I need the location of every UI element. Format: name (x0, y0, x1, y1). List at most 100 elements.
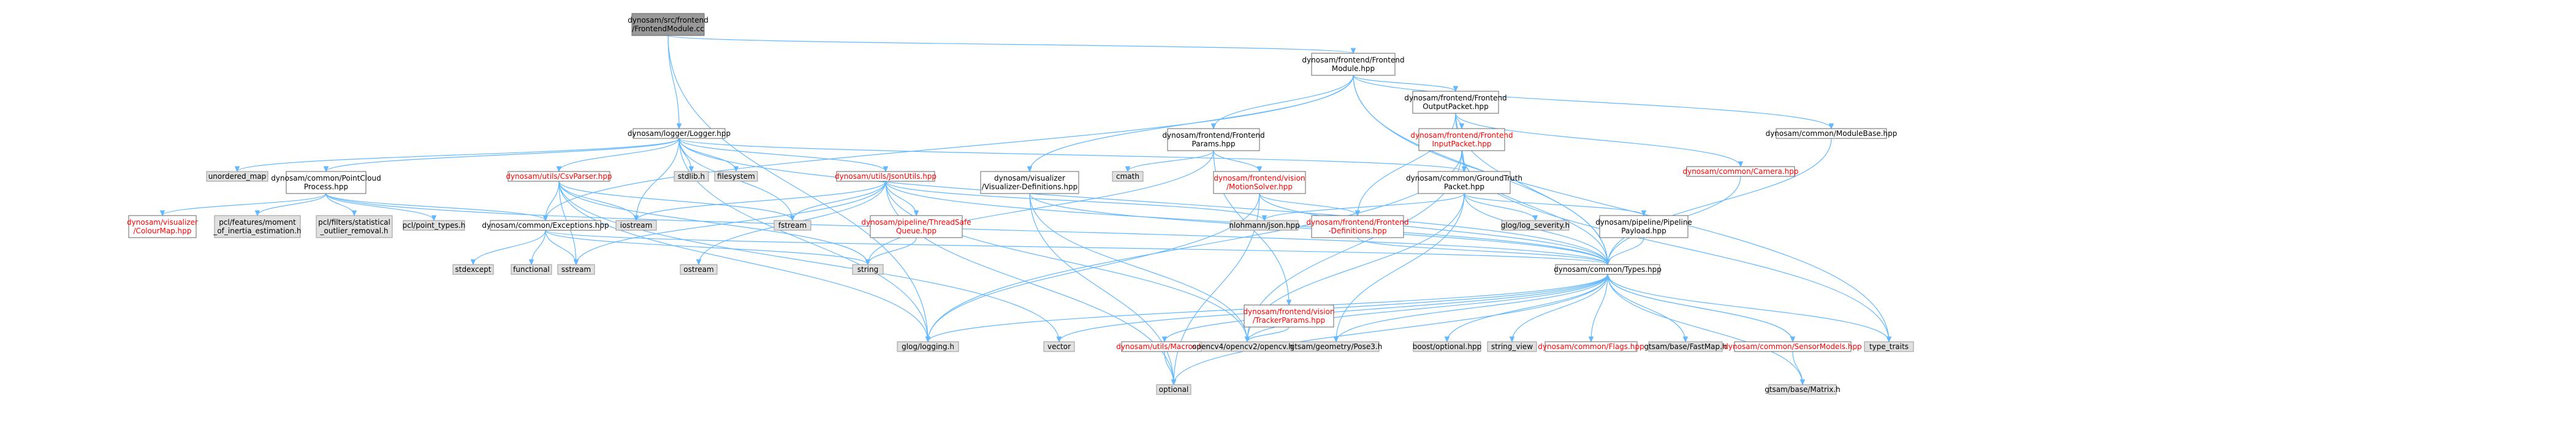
node-label: dynosam/common/Types.hpp (1554, 265, 1662, 274)
edge-fm-to-exceptions (545, 75, 1354, 220)
node-label: dynosam/common/Exceptions.hpp (482, 221, 609, 230)
edge-types-to-macros (1165, 274, 1608, 342)
edge-pcp-to-statfilter (325, 193, 354, 216)
edge-pipepayload-to-types (1608, 237, 1644, 265)
edge-exceptions-to-sstream (545, 230, 576, 265)
edge-types-to-opencv (1247, 274, 1608, 342)
node-statfilter: pcl/filters/statistical_outlier_removal.… (316, 215, 393, 238)
edge-sensor-to-types (1608, 274, 1793, 342)
node-root[interactable]: dynosam/src/frontend/FrontendModule.cc (628, 13, 709, 36)
node-unordered_map: unordered_map (206, 171, 268, 182)
edge-pcp-to-exceptions (325, 193, 545, 220)
node-tracker[interactable]: dynosam/frontend/vision/TrackerParams.hp… (1243, 304, 1335, 328)
node-optional: optional (1156, 384, 1191, 395)
node-box (1112, 171, 1144, 182)
node-box (1686, 166, 1795, 177)
node-fop[interactable]: dynosam/frontend/FrontendOutputPacket.hp… (1404, 91, 1507, 114)
node-box (1244, 304, 1334, 328)
node-sensor[interactable]: dynosam/common/SensorModels.hpp (1723, 341, 1862, 352)
node-label: pcl/filters/statistical (318, 218, 390, 227)
node-exceptions[interactable]: dynosam/common/Exceptions.hpp (482, 220, 609, 231)
edge-types-to-string_view (1512, 274, 1608, 342)
node-label: pcl/point_types.h (403, 221, 466, 230)
node-label: dynosam/frontend/Frontend (1410, 131, 1513, 140)
node-box (980, 171, 1079, 194)
node-filesystem: filesystem (714, 171, 758, 182)
node-label: dynosam/frontend/Frontend (1162, 131, 1264, 140)
node-label: ostream (683, 265, 713, 274)
dependency-edges (162, 35, 1889, 385)
node-label: dynosam/common/PointCloud (271, 174, 381, 182)
node-flags[interactable]: dynosam/common/Flags.hpp (1538, 341, 1644, 352)
node-fm[interactable]: dynosam/frontend/FrontendModule.hpp (1302, 53, 1405, 76)
edge-types-to-type_traits (1607, 274, 1889, 342)
node-box (1555, 264, 1660, 275)
edge-root-to-fm (667, 35, 1353, 53)
node-json[interactable]: dynosam/utils/JsonUtils.hpp (835, 171, 937, 182)
node-modbase[interactable]: dynosam/common/ModuleBase.hpp (1766, 128, 1898, 139)
node-label: dynosam/common/Flags.hpp (1538, 342, 1644, 351)
node-label: optional (1159, 385, 1189, 394)
edge-pcp-to-colourmap (162, 193, 327, 216)
node-box (557, 264, 595, 275)
edge-json-to-opencv (885, 181, 1247, 342)
node-label: Module.hpp (1332, 64, 1375, 73)
node-label: Queue.hpp (896, 227, 937, 235)
node-string_view: string_view (1487, 341, 1537, 352)
edge-logger-to-unordered_map (237, 138, 680, 171)
node-logger[interactable]: dynosam/logger/Logger.hpp (628, 128, 731, 139)
node-label: _of_inertia_estimation.h (213, 227, 301, 235)
node-box (1293, 341, 1380, 352)
node-box (1418, 171, 1511, 194)
node-fdefs[interactable]: dynosam/frontend/Frontend-Definitions.hp… (1306, 215, 1409, 238)
edge-gt-to-pose3 (1336, 193, 1465, 342)
node-string: string (852, 264, 884, 275)
node-label: fstream (778, 221, 807, 230)
node-opencv: opencv4/opencv2/opencv.hpp (1192, 341, 1302, 352)
edge-fm-to-modbase (1353, 75, 1831, 129)
edge-tsq-to-string (868, 237, 917, 265)
node-label: vector (1047, 342, 1071, 351)
node-camera[interactable]: dynosam/common/Camera.hpp (1682, 166, 1799, 177)
node-macros[interactable]: dynosam/utils/Macros.hpp (1116, 341, 1213, 352)
node-moment: pcl/features/moment_of_inertia_estimatio… (213, 215, 302, 238)
node-box (1544, 341, 1638, 352)
node-box (1599, 215, 1689, 238)
edge-modbase-to-types (1608, 138, 1832, 265)
edge-types-to-flags (1591, 274, 1608, 342)
node-box (674, 171, 709, 182)
node-glogsev: glog/log_severity.h (1501, 220, 1570, 231)
edge-root-to-logger (667, 35, 679, 129)
edge-fm-to-type_traits (1353, 75, 1889, 342)
node-motion[interactable]: dynosam/frontend/vision/MotionSolver.hpp (1213, 171, 1306, 194)
node-nlohmann: nlohmann/json.hpp (1229, 220, 1300, 231)
edge-fop-to-camera (1455, 113, 1741, 167)
edge-exceptions-to-functional (531, 230, 546, 265)
node-vizdef[interactable]: dynosam/visualizer/Visualizer-Definition… (980, 171, 1079, 194)
node-label: dynosam/pipeline/Pipeline (1595, 218, 1692, 227)
node-label: OutputPacket.hpp (1423, 102, 1489, 111)
node-colourmap[interactable]: dynosam/visualizer/ColourMap.hpp (127, 215, 198, 238)
node-box (1156, 384, 1191, 395)
node-sstream: sstream (557, 264, 595, 275)
node-types[interactable]: dynosam/common/Types.hpp (1554, 264, 1662, 275)
node-csv[interactable]: dynosam/utils/CsvParser.hpp (506, 171, 612, 182)
edge-logger-to-csv (559, 138, 680, 171)
node-label: glog/log_severity.h (1501, 221, 1570, 230)
node-label: Packet.hpp (1444, 182, 1484, 191)
node-fastmap: gtsam/base/FastMap.h (1644, 341, 1727, 352)
edge-csv-to-exceptions (545, 181, 560, 220)
node-label: dynosam/utils/JsonUtils.hpp (835, 172, 937, 181)
edge-pcp-to-types (325, 193, 1608, 265)
node-matrix: gtsam/base/Matrix.h (1765, 384, 1841, 395)
node-label: dynosam/frontend/vision (1243, 307, 1334, 316)
node-box (1648, 341, 1723, 352)
node-label: pcl/features/moment (219, 218, 296, 227)
node-box (1413, 341, 1481, 352)
